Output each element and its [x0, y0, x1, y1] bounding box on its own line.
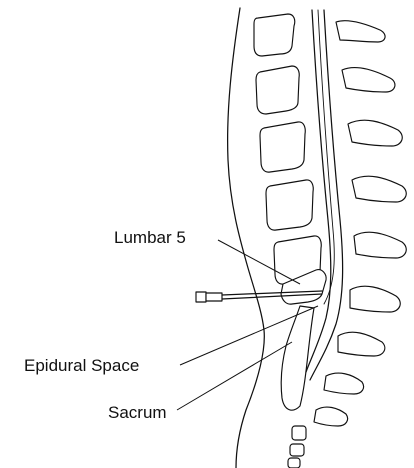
spinous-process-8 — [324, 373, 364, 394]
spinous-process-9 — [314, 407, 348, 426]
label-lumbar-5: Lumbar 5 — [114, 228, 186, 247]
spinous-process-3 — [348, 120, 402, 146]
coccyx-segment-1 — [292, 426, 306, 440]
spinous-process-7 — [338, 332, 385, 356]
label-epidural-space: Epidural Space — [24, 356, 139, 375]
vertebra-l1 — [266, 180, 313, 230]
spinous-process-5 — [354, 232, 406, 258]
vertebra-t11 — [256, 66, 299, 114]
vertebra-t10 — [254, 14, 295, 56]
sacrum-shape — [281, 306, 314, 410]
label-sacrum: Sacrum — [108, 403, 167, 422]
spinous-process-2 — [342, 68, 395, 92]
needle-hub-cap — [196, 292, 206, 302]
coccyx — [288, 426, 306, 468]
spinous-process-1 — [336, 21, 385, 42]
spinous-process-4 — [352, 176, 406, 202]
coccyx-segment-2 — [290, 444, 304, 456]
needle-hub — [206, 293, 222, 301]
vertebra-t12 — [260, 122, 305, 172]
leader-sacrum — [177, 342, 292, 410]
coccyx-segment-3 — [288, 458, 300, 468]
spinous-process-6 — [350, 286, 400, 312]
